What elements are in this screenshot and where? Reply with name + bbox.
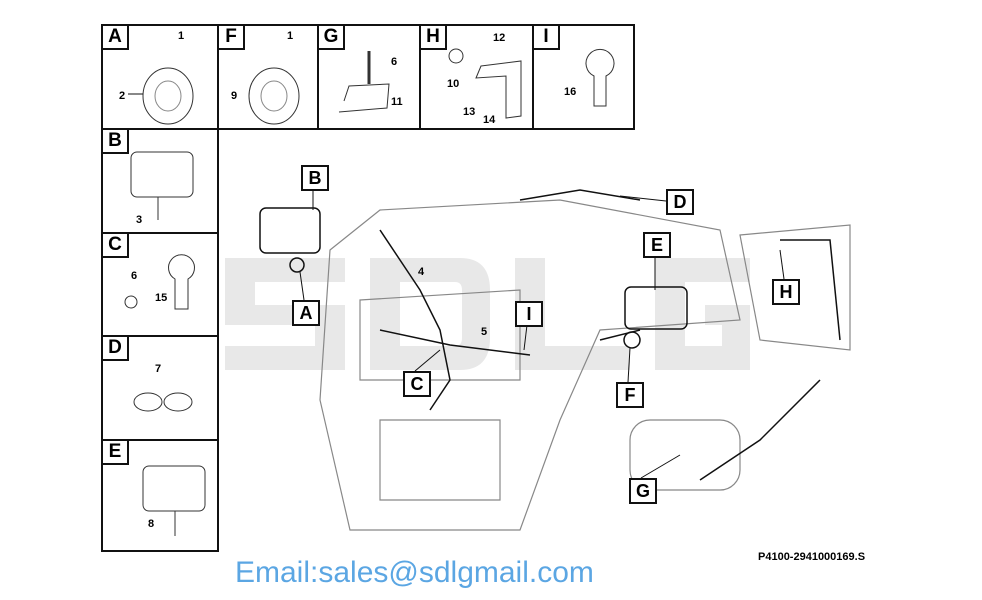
panel-tag: C [103, 234, 129, 258]
part-number: 7 [155, 363, 162, 375]
part-number: 12 [493, 32, 506, 44]
callout-e: E [643, 232, 671, 258]
callout-d: D [666, 189, 694, 215]
panel-tag: H [421, 26, 447, 50]
panel-f: F 1 9 [217, 24, 319, 130]
callout-a: A [292, 300, 320, 326]
callout-c: C [403, 371, 431, 397]
panel-tag: E [103, 441, 129, 465]
part-number: 11 [391, 96, 403, 108]
part-number: 6 [391, 56, 398, 68]
panel-tag: G [319, 26, 345, 50]
callout-h: H [772, 279, 800, 305]
work-light-icon [130, 151, 194, 220]
callout-g: G [629, 478, 657, 504]
part-number: 3 [136, 214, 143, 226]
part-number: 2 [119, 90, 126, 102]
drawing-code: P4100-2941000169.S [758, 551, 866, 563]
cable-tie-icon [133, 392, 193, 412]
watermark-text: Email:sales@sdlgmail.com [235, 556, 594, 589]
part-number: 15 [155, 292, 168, 304]
part-number: 1 [287, 30, 294, 42]
panel-tag: D [103, 337, 129, 361]
part-number: 16 [564, 86, 577, 98]
panel-tag: B [103, 130, 129, 154]
callout-b: B [301, 165, 329, 191]
work-light-icon [142, 465, 206, 536]
callout-f: F [616, 382, 644, 408]
part-number: 10 [447, 78, 460, 90]
horn-icon [248, 67, 300, 125]
bracket-icon [338, 51, 390, 113]
panel-i: I 16 [532, 24, 635, 130]
part-number: 13 [463, 106, 476, 118]
part-number: 8 [148, 518, 155, 530]
part-number-4: 4 [418, 266, 425, 278]
part-number: 14 [483, 114, 496, 126]
clamp-icon [124, 254, 195, 310]
clamp-icon [585, 48, 615, 107]
part-number: 9 [231, 90, 238, 102]
horn-icon [128, 67, 194, 125]
part-number: 1 [178, 30, 185, 42]
panel-g: G 6 11 [317, 24, 421, 130]
panel-tag: A [103, 26, 129, 50]
bracket-icon [448, 48, 522, 119]
panel-a: A 1 2 [101, 24, 219, 130]
part-number: 6 [131, 270, 138, 282]
callout-i: I [515, 301, 543, 327]
part-number-5: 5 [481, 326, 488, 338]
panel-tag: F [219, 26, 245, 50]
panel-h: H 12 10 13 14 [419, 24, 534, 130]
panel-tag: I [534, 26, 560, 50]
